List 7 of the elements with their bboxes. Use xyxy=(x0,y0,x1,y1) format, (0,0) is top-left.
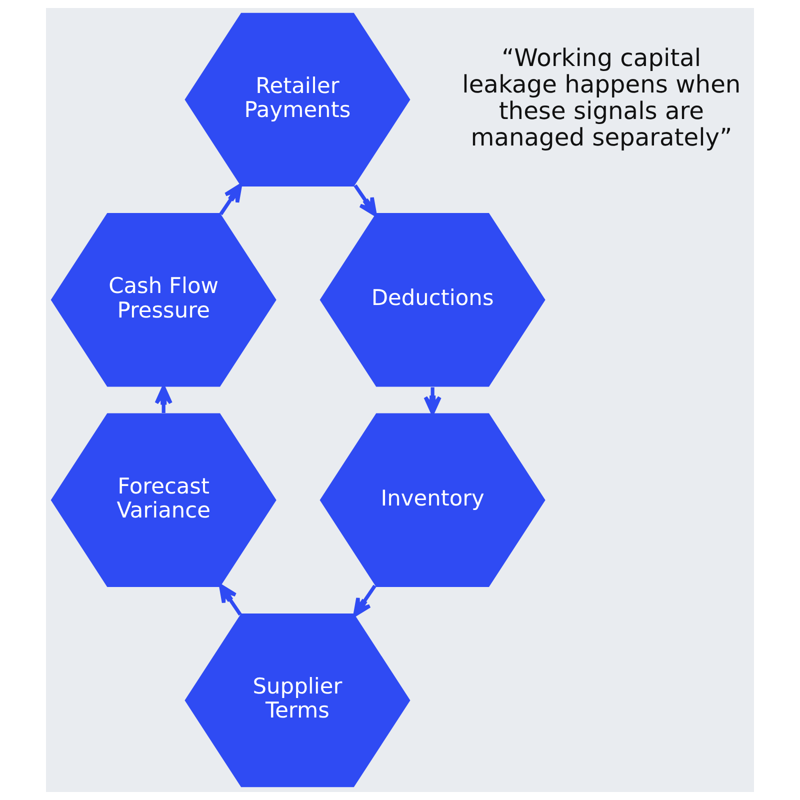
arrow xyxy=(353,584,376,617)
arrow xyxy=(424,387,442,415)
label: “Working capital leakage happens when these signals are managed separately” xyxy=(462,44,741,152)
arrow xyxy=(154,385,172,414)
arrow xyxy=(218,584,242,616)
arrow xyxy=(219,184,242,216)
arrow xyxy=(354,184,377,216)
